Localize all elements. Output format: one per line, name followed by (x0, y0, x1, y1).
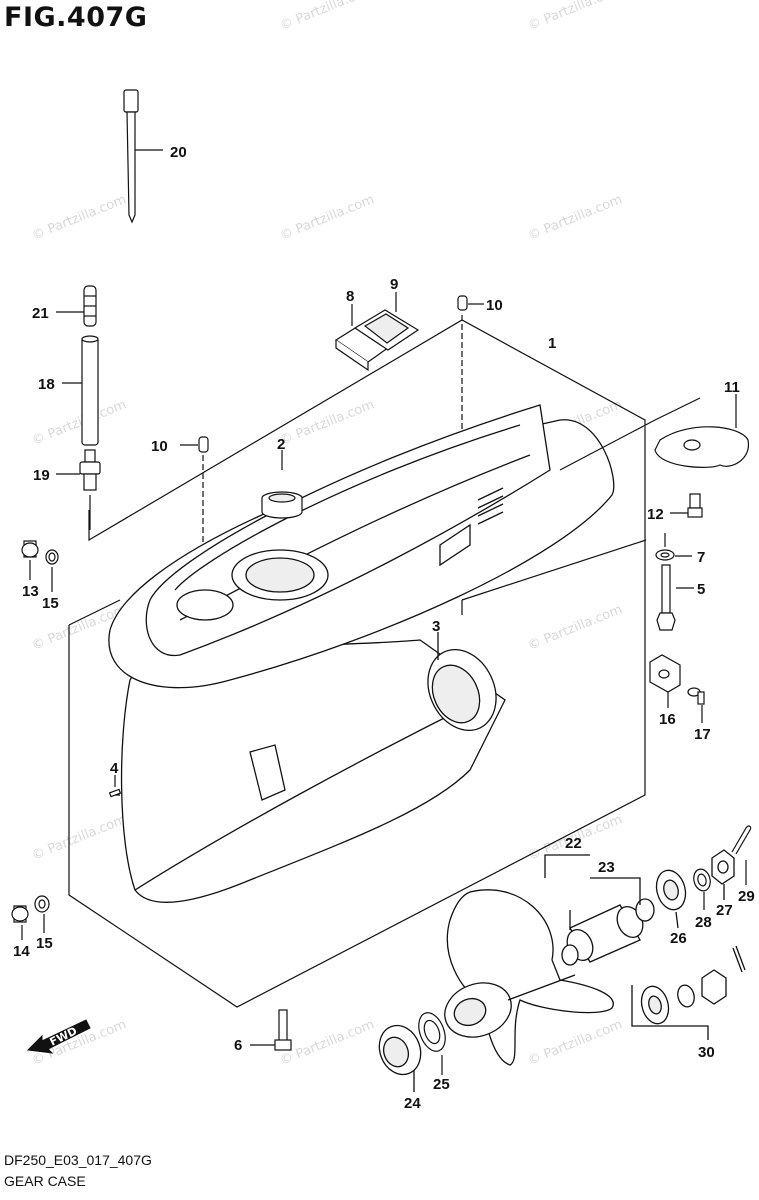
trim-tab-anode-part-11 (559, 394, 749, 471)
callout-2: 2 (277, 436, 285, 453)
callout-18: 18 (38, 376, 55, 393)
washer-part-25 (418, 1012, 446, 1075)
gasket-part-15 (34, 895, 50, 933)
dowel-pin-part-10 (180, 436, 209, 555)
watermark: © Partzilla.com (278, 397, 377, 448)
watermark: © Partzilla.com (526, 192, 625, 243)
propeller-kit-part-30 (631, 945, 746, 1040)
watermark: © Partzilla.com (526, 0, 625, 34)
callout-23: 23 (598, 859, 615, 876)
callout-22: 22 (565, 835, 582, 852)
callout-10: 10 (486, 297, 503, 314)
water-tube-part-18 (62, 335, 99, 446)
watermark: © Partzilla.com (278, 0, 377, 34)
callout-4: 4 (110, 760, 119, 777)
callout-17: 17 (694, 726, 711, 743)
bushing-part-23 (561, 877, 655, 966)
anode-plate-part-8 (334, 304, 394, 372)
washer-part-7 (655, 533, 692, 561)
bolt-part-6 (250, 1009, 292, 1051)
watermark: © Partzilla.com (526, 1017, 625, 1068)
watermark: © Partzilla.com (30, 192, 129, 243)
watermark: © Partzilla.com (526, 602, 625, 653)
screw-part-17 (687, 687, 705, 723)
callout-6: 6 (234, 1037, 242, 1054)
watermark: © Partzilla.com (30, 397, 129, 448)
callout-30: 30 (698, 1044, 715, 1061)
callout-21: 21 (32, 305, 49, 322)
callout-26: 26 (670, 930, 687, 947)
callout-13: 13 (22, 583, 39, 600)
callout-29: 29 (738, 888, 755, 905)
figure-title: FIG.407G (4, 2, 148, 33)
callout-labels: 1 2 3 4 5 6 7 8 9 10 10 11 12 13 14 15 1… (13, 144, 755, 1112)
plug-part-13 (21, 540, 39, 580)
callout-15: 15 (42, 595, 59, 612)
bolt-part-12 (670, 493, 703, 518)
anode-part-16 (649, 654, 681, 708)
callout-10: 10 (151, 438, 168, 455)
assembly-frame (68, 319, 646, 1008)
drawing-caption: GEAR CASE (4, 1173, 86, 1189)
pin-part-4 (108, 775, 122, 798)
callout-5: 5 (697, 581, 705, 598)
cable-tie-part-20 (123, 89, 163, 224)
callout-12: 12 (647, 506, 664, 523)
callout-16: 16 (659, 711, 676, 728)
callout-11: 11 (724, 379, 740, 396)
propeller-part-22 (444, 854, 614, 1066)
callout-24: 24 (404, 1095, 421, 1112)
watermark: © Partzilla.com (278, 192, 377, 243)
washer-part-28 (693, 868, 711, 910)
callout-9: 9 (390, 276, 398, 293)
gasket-part-15 (45, 549, 59, 592)
water-tube-grommet-part-21 (56, 285, 97, 327)
cotter-pin-part-29 (731, 825, 752, 885)
callout-25: 25 (433, 1076, 450, 1093)
callout-15: 15 (36, 935, 53, 952)
callout-20: 20 (170, 144, 187, 161)
watermark: © Partzilla.com (30, 812, 129, 863)
callout-27: 27 (716, 902, 733, 919)
thrust-washer-part-26 (655, 869, 687, 929)
callout-3: 3 (432, 618, 440, 635)
plug-part-14 (11, 905, 29, 940)
callout-28: 28 (695, 914, 712, 931)
callout-19: 19 (33, 467, 50, 484)
callout-8: 8 (346, 288, 354, 305)
watermark: © Partzilla.com (278, 1017, 377, 1068)
spacer-part-24 (378, 1024, 422, 1092)
anode-cover-part-9 (353, 292, 420, 351)
needle-bearing-part-2 (261, 450, 303, 519)
callout-1: 1 (548, 335, 556, 352)
drawing-code: DF250_E03_017_407G (4, 1152, 152, 1168)
callout-7: 7 (697, 549, 705, 566)
oil-seal-housing-part-3 (427, 632, 497, 732)
callout-14: 14 (13, 943, 30, 960)
bolt-part-5 (461, 539, 694, 631)
water-tube-seal-part-19 (56, 449, 101, 530)
nut-part-27 (711, 849, 735, 900)
gear-case-housing-part-1 (108, 404, 615, 903)
